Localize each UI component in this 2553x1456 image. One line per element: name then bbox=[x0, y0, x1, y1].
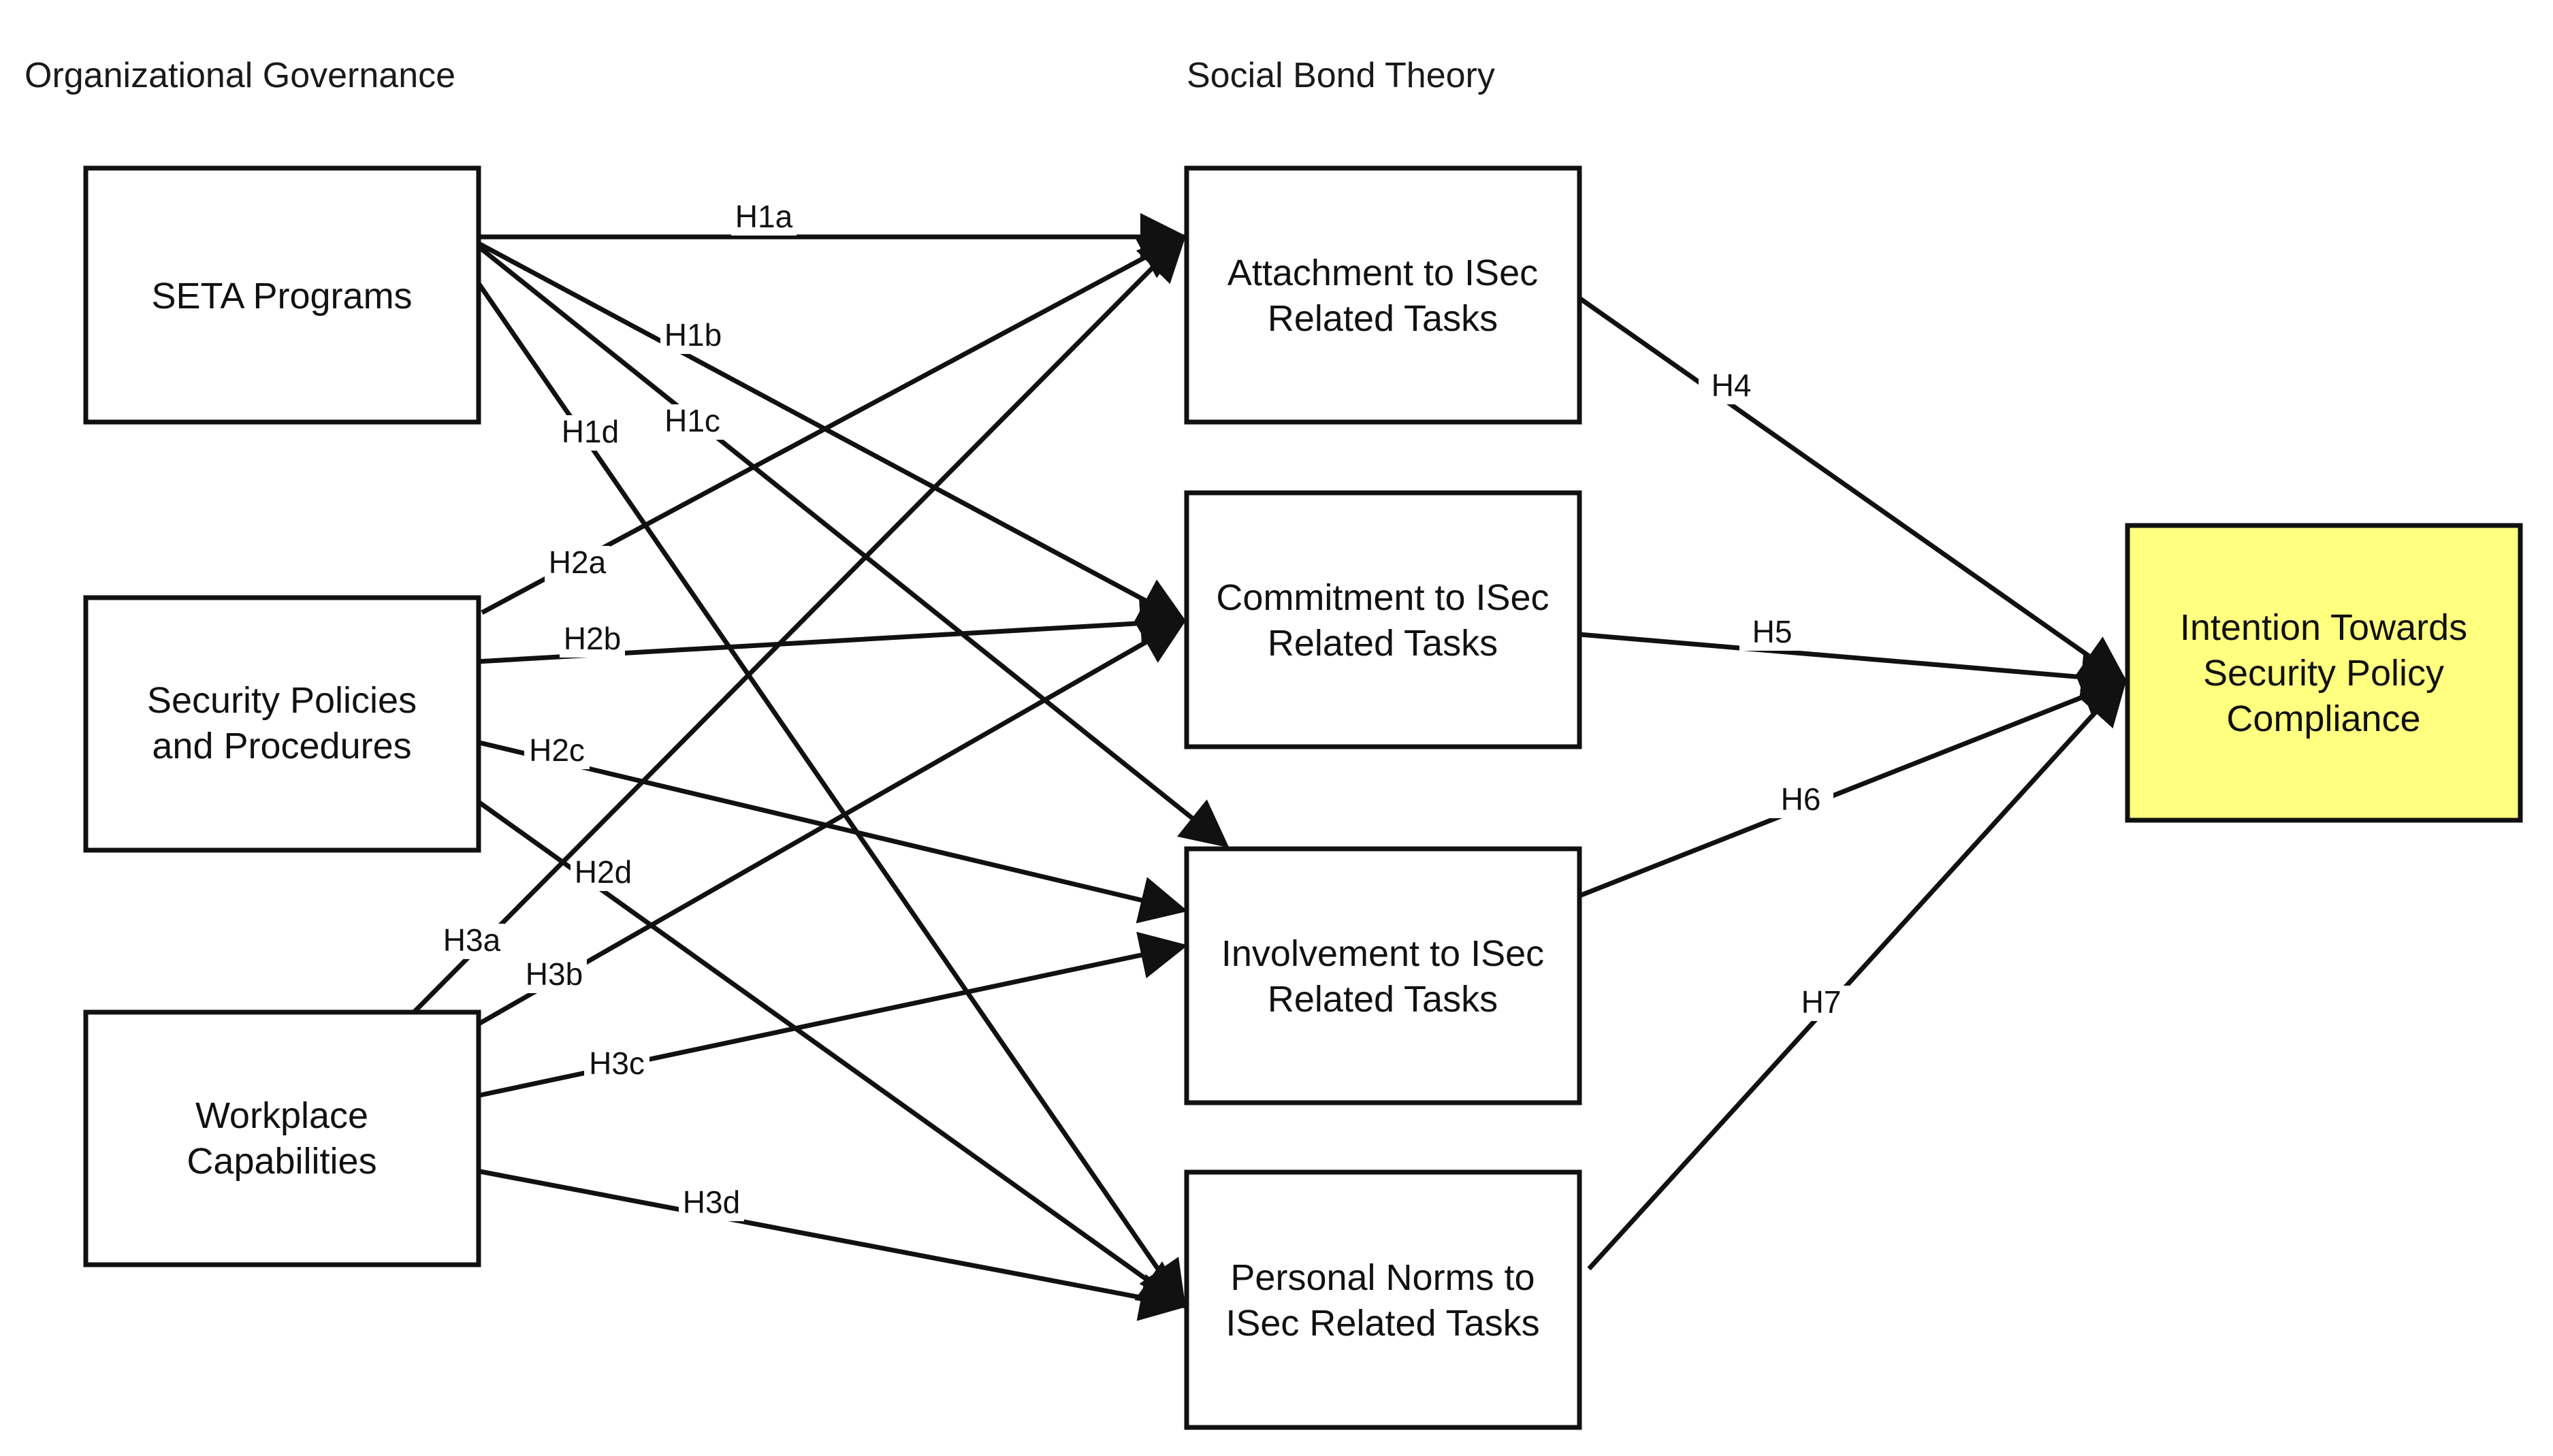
edge-h7-label-bg bbox=[1788, 986, 1854, 1021]
edge-h1c-label-bg bbox=[660, 404, 725, 440]
edge-h2a-label: H2a bbox=[549, 545, 607, 580]
box-workplace-capabilities-label-line2: Capabilities bbox=[187, 1141, 376, 1182]
edge-h5-label: H5 bbox=[1752, 614, 1793, 649]
box-attachment-label-line1: Attachment to ISec bbox=[1227, 253, 1538, 293]
edge-h3c-label-bg bbox=[584, 1047, 649, 1082]
edge-h3d-arrow bbox=[476, 1168, 1188, 1321]
box-personal-norms-label-line1: Personal Norms to bbox=[1230, 1257, 1535, 1298]
box-attachment-label-line2: Related Tasks bbox=[1268, 298, 1498, 339]
edge-h3a-label: H3a bbox=[443, 922, 501, 958]
edge-h3b-arrow bbox=[475, 618, 1188, 1028]
edge-h1d-arrow bbox=[475, 279, 1186, 1310]
edge-h3b-label-bg bbox=[521, 958, 587, 993]
edge-h2c-label-bg bbox=[524, 734, 590, 769]
edge-h1d-label-bg bbox=[558, 415, 623, 451]
edge-h2c-arrow bbox=[476, 739, 1188, 924]
box-workplace-capabilities: Workplace Capabilities bbox=[83, 1009, 481, 1267]
box-intention-compliance-rect bbox=[2125, 523, 2523, 823]
box-seta-programs-rect bbox=[83, 165, 481, 425]
edge-h5-label-bg bbox=[1739, 615, 1805, 651]
box-security-policies-rect bbox=[83, 595, 481, 853]
edge-h5-arrow bbox=[1579, 632, 2129, 701]
box-personal-norms-label-line2: ISec Related Tasks bbox=[1225, 1303, 1539, 1344]
box-security-policies: Security Policies and Procedures bbox=[83, 595, 481, 853]
box-personal-norms-rect bbox=[1184, 1169, 1582, 1430]
edge-h3a-label-bg bbox=[439, 924, 504, 959]
box-attachment-rect bbox=[1184, 165, 1582, 425]
group-label-social-bond-theory: Social Bond Theory bbox=[1187, 56, 1495, 95]
edge-h4-arrow bbox=[1577, 296, 2128, 684]
box-intention-compliance-label-line1: Intention Towards bbox=[2180, 607, 2467, 648]
box-intention-compliance-label-line3: Compliance bbox=[2226, 698, 2420, 739]
edge-h1b-arrow bbox=[475, 240, 1188, 624]
box-seta-programs-label: SETA Programs bbox=[151, 276, 412, 317]
box-attachment: Attachment to ISec Related Tasks bbox=[1184, 165, 1582, 425]
box-security-policies-label-line1: Security Policies bbox=[147, 680, 417, 721]
box-commitment-rect bbox=[1184, 490, 1582, 749]
box-intention-compliance: Intention Towards Security Policy Compli… bbox=[2125, 523, 2523, 823]
edge-h1d-label: H1d bbox=[562, 414, 619, 449]
box-workplace-capabilities-rect bbox=[83, 1009, 481, 1267]
box-involvement-rect bbox=[1184, 846, 1582, 1105]
box-commitment: Commitment to ISec Related Tasks bbox=[1184, 490, 1582, 749]
box-commitment-label-line1: Commitment to ISec bbox=[1216, 577, 1549, 618]
box-involvement-label-line1: Involvement to ISec bbox=[1221, 933, 1544, 974]
edge-h3b-label: H3b bbox=[526, 956, 583, 992]
edge-h3c-label: H3c bbox=[589, 1046, 645, 1081]
edge-h7-arrow bbox=[1587, 677, 2128, 1271]
box-workplace-capabilities-label-line1: Workplace bbox=[195, 1095, 368, 1136]
edge-h2c-label: H2c bbox=[529, 732, 585, 768]
box-seta-programs: SETA Programs bbox=[83, 165, 481, 425]
edge-h6-label-bg bbox=[1768, 783, 1833, 818]
edge-h2b-label: H2b bbox=[564, 621, 621, 656]
edge-h1b-label: H1b bbox=[664, 317, 722, 353]
edge-h2d-label: H2d bbox=[575, 854, 632, 890]
box-involvement: Involvement to ISec Related Tasks bbox=[1184, 846, 1582, 1105]
edge-h1c-label: H1c bbox=[664, 403, 720, 438]
edge-h7-label: H7 bbox=[1801, 984, 1842, 1020]
edge-h2b-label-bg bbox=[560, 622, 625, 658]
edge-h1a-label-bg bbox=[731, 200, 797, 236]
box-involvement-label-line2: Related Tasks bbox=[1268, 979, 1498, 1020]
edge-h3d-label-bg bbox=[679, 1186, 744, 1221]
edge-h4-label: H4 bbox=[1712, 368, 1752, 403]
group-label-organizational-governance: Organizational Governance bbox=[25, 56, 455, 95]
box-intention-compliance-label-line2: Security Policy bbox=[2203, 653, 2444, 694]
edge-h3d-label: H3d bbox=[683, 1184, 740, 1220]
edge-h6-label: H6 bbox=[1781, 781, 1821, 817]
box-commitment-label-line2: Related Tasks bbox=[1268, 623, 1498, 664]
box-personal-norms: Personal Norms to ISec Related Tasks bbox=[1184, 1169, 1582, 1430]
edge-h4-label-bg bbox=[1699, 369, 1764, 404]
edge-h1b-label-bg bbox=[660, 319, 726, 354]
edge-h3a-arrow bbox=[411, 233, 1187, 1016]
edge-h1c-arrow bbox=[475, 243, 1230, 848]
edge-h2d-label-bg bbox=[571, 856, 636, 891]
edge-h2a-label-bg bbox=[545, 546, 610, 581]
box-security-policies-label-line2: and Procedures bbox=[152, 726, 411, 766]
edge-h6-arrow bbox=[1578, 674, 2129, 899]
edge-h1a-label: H1a bbox=[735, 199, 793, 234]
